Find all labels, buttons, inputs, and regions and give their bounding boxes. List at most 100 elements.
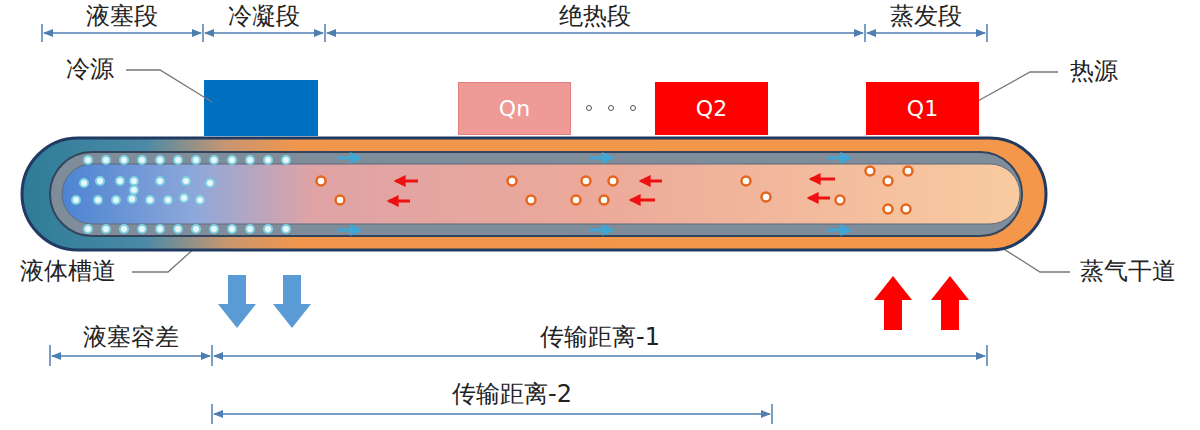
illustration-circle <box>742 177 751 186</box>
illustration-line <box>44 32 201 34</box>
section-label: 冷凝段 <box>228 3 300 31</box>
illustration-line <box>205 32 323 34</box>
illustration-line <box>41 24 43 42</box>
illustration-line <box>202 24 204 42</box>
vapor-core <box>62 164 1020 224</box>
illustration-circle <box>246 156 254 164</box>
illustration-circle <box>72 196 80 204</box>
heat-load-box: Q1 <box>866 82 979 135</box>
dimension-label: 传输距离-1 <box>540 324 660 352</box>
illustration-line <box>389 200 410 203</box>
illustration-line <box>590 229 612 232</box>
illustration-circle <box>84 225 92 233</box>
liquid-groove <box>50 152 1022 236</box>
illustration-circle <box>609 177 618 186</box>
illustration-circle <box>174 225 182 233</box>
illustration-line <box>828 157 850 160</box>
illustration-line <box>986 345 988 366</box>
illustration-line <box>590 157 612 160</box>
illustration-circle <box>228 225 236 233</box>
illustration-circle <box>192 225 200 233</box>
illustration-circle <box>196 196 204 204</box>
illustration-circle <box>866 167 875 176</box>
part-label: 冷源 <box>66 56 114 84</box>
section-label: 液塞段 <box>86 3 158 31</box>
illustration-circle <box>130 177 138 185</box>
illustration-polygon <box>218 275 256 328</box>
illustration-circle <box>182 177 190 185</box>
illustration-circle <box>762 193 771 202</box>
illustration-circle <box>80 179 88 187</box>
illustration-circle <box>582 177 591 186</box>
illustration-line <box>396 180 418 183</box>
section-label: 蒸发段 <box>890 3 962 31</box>
illustration-circle <box>102 156 110 164</box>
heat-load-label: Q2 <box>696 96 727 121</box>
illustration-circle <box>180 194 188 202</box>
illustration-g <box>218 275 311 328</box>
illustration-circle <box>884 205 893 214</box>
illustration-line <box>864 24 866 42</box>
part-label: 液体槽道 <box>20 258 116 286</box>
illustration-circle <box>156 177 164 185</box>
illustration-g <box>72 156 290 233</box>
illustration-line <box>214 413 770 415</box>
illustration-line <box>867 32 985 34</box>
illustration-circle <box>112 196 120 204</box>
dimension-label: 传输距离-2 <box>452 381 572 409</box>
illustration-circle <box>317 177 326 186</box>
illustration-circle <box>128 195 136 203</box>
illustration-circle <box>156 156 164 164</box>
illustration-line <box>809 197 830 200</box>
illustration-circle <box>836 196 845 205</box>
illustration-line <box>324 24 326 42</box>
illustration-circle <box>228 156 236 164</box>
illustration-circle <box>102 225 110 233</box>
illustration-g <box>50 345 987 424</box>
illustration-line <box>52 355 210 357</box>
part-label: 蒸气干道 <box>1080 258 1176 286</box>
illustration-polygon <box>931 276 969 330</box>
illustration-line <box>49 345 51 366</box>
illustration-circle <box>264 225 272 233</box>
illustration-circle <box>84 156 92 164</box>
illustration-polygon <box>874 276 912 330</box>
illustration-polygon <box>273 275 311 328</box>
illustration-g <box>317 167 913 214</box>
illustration-line <box>338 229 360 232</box>
illustration-circle <box>904 167 913 176</box>
illustration-circle <box>164 196 172 204</box>
illustration-circle <box>902 205 911 214</box>
pipe-wall <box>22 138 1046 250</box>
illustration-line <box>211 404 213 424</box>
illustration-line <box>211 345 213 366</box>
illustration-circle <box>116 177 124 185</box>
illustration-circle <box>138 225 146 233</box>
illustration-line <box>641 180 662 183</box>
illustration-circle <box>336 196 345 205</box>
illustration-g <box>338 158 850 230</box>
illustration-g <box>874 276 969 330</box>
illustration-circle <box>884 177 893 186</box>
illustration-line <box>828 229 850 232</box>
dimension-label: 液塞容差 <box>83 324 179 352</box>
illustration-line <box>327 32 863 34</box>
illustration-polyline <box>976 72 1058 102</box>
illustration-g <box>389 179 835 201</box>
illustration-circle <box>609 106 614 111</box>
illustration-circle <box>206 179 214 187</box>
illustration-circle <box>600 196 609 205</box>
illustration-circle <box>246 225 254 233</box>
part-label: 热源 <box>1070 58 1118 86</box>
illustration-circle <box>96 177 104 185</box>
illustration-circle <box>120 225 128 233</box>
illustration-circle <box>94 196 102 204</box>
illustration-circle <box>508 177 517 186</box>
illustration-circle <box>631 106 636 111</box>
illustration-circle <box>138 156 146 164</box>
illustration-circle <box>146 196 154 204</box>
heat-load-box: Qn <box>458 82 571 135</box>
heat-load-label: Qn <box>499 96 530 121</box>
illustration-circle <box>210 156 218 164</box>
